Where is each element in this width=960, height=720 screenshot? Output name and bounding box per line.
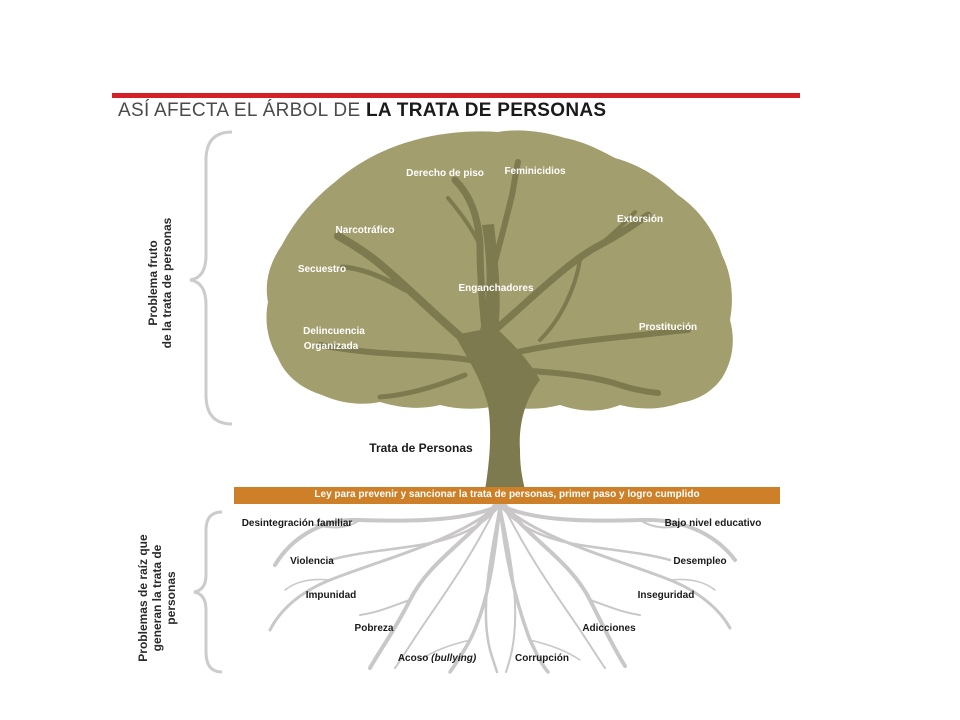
title-normal: ASÍ AFECTA EL ÁRBOL DE bbox=[118, 100, 366, 121]
fruit-extorsion: Extorsión bbox=[617, 214, 663, 225]
fruit-delincuencia-line1: Delincuencia bbox=[303, 326, 365, 337]
root-corrupcion: Corrupción bbox=[515, 653, 569, 664]
fruit-feminicidios: Feminicidios bbox=[504, 166, 566, 177]
root-inseguridad: Inseguridad bbox=[638, 590, 695, 601]
root-desintegracion: Desintegración familiar bbox=[242, 518, 353, 529]
page-title: ASÍ AFECTA EL ÁRBOL DE LA TRATA DE PERSO… bbox=[118, 100, 606, 122]
fruit-delincuencia-line2: Organizada bbox=[304, 341, 359, 352]
title-rule bbox=[112, 93, 800, 98]
root-acoso: Acoso (bullying) bbox=[398, 653, 477, 664]
law-band-text: Ley para prevenir y sancionar la trata d… bbox=[314, 489, 700, 500]
tree-canopy bbox=[266, 130, 733, 411]
root-impunidad: Impunidad bbox=[306, 590, 357, 601]
fruit-derecho-de-piso: Derecho de piso bbox=[406, 168, 484, 179]
fruit-secuestro: Secuestro bbox=[298, 264, 346, 275]
law-band bbox=[234, 487, 780, 504]
root-violencia: Violencia bbox=[290, 556, 334, 567]
fruit-brace bbox=[189, 130, 233, 426]
root-pobreza: Pobreza bbox=[355, 623, 394, 634]
roots-graphic bbox=[268, 503, 737, 674]
tree-trunk bbox=[455, 224, 540, 490]
root-adicciones: Adicciones bbox=[582, 623, 636, 634]
fruit-enganchadores: Enganchadores bbox=[458, 283, 533, 294]
root-acoso-text: Acoso bbox=[398, 653, 431, 664]
trunk-label: Trata de Personas bbox=[369, 441, 473, 455]
root-brace bbox=[193, 510, 223, 674]
fruit-narcotrafico: Narcotráfico bbox=[336, 225, 395, 236]
tree-branches bbox=[317, 159, 691, 400]
root-acoso-italic: (bullying) bbox=[431, 653, 477, 664]
fruit-prostitucion: Prostitución bbox=[639, 322, 697, 333]
root-bajo-nivel: Bajo nivel educativo bbox=[665, 518, 762, 529]
root-desempleo: Desempleo bbox=[673, 556, 726, 567]
title-bold: LA TRATA DE PERSONAS bbox=[366, 100, 607, 121]
